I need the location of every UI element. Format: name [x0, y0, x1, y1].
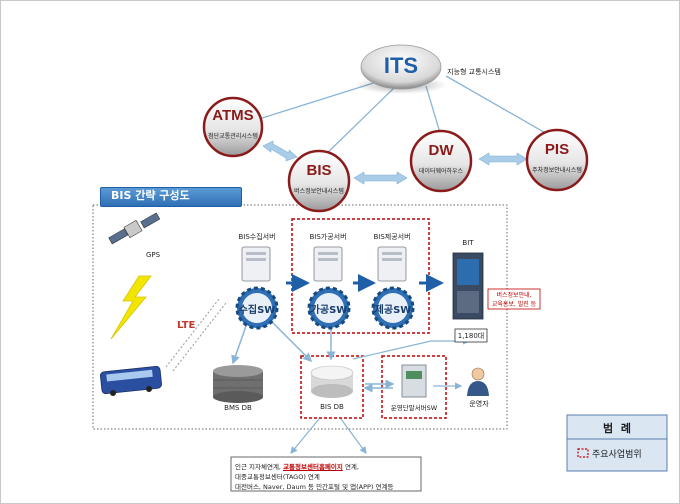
- gear-icon-process: [307, 286, 351, 330]
- bit-screen-line1: 버스정보안내,: [496, 292, 532, 299]
- legend-item: 주요사업범위: [592, 450, 642, 460]
- bit-label: BIT: [462, 239, 474, 247]
- gear-icon-provide: [371, 286, 415, 330]
- bis-subtitle: 버스정보안내시스템: [294, 188, 344, 195]
- server-icon-process: [313, 246, 343, 282]
- server-collect-label: BIS수집서버: [238, 233, 276, 241]
- linkage-line1-red: 교통정보센터홈페이지: [283, 463, 343, 471]
- section-title-banner: [100, 187, 242, 207]
- kiosk-icon: [452, 252, 484, 320]
- its-node: [355, 44, 447, 94]
- legend-title: 범 례: [603, 422, 631, 435]
- server-icon-provide: [377, 246, 407, 282]
- scope-box-ops: [381, 355, 447, 419]
- bit-screen-line2: 교육홍보, 빌린 등: [491, 301, 537, 308]
- server-provide-label: BIS제공서버: [373, 233, 411, 241]
- its-title: ITS: [383, 53, 419, 78]
- atms-node: [202, 96, 264, 158]
- database-icon-bms: [213, 365, 263, 403]
- linkage-line1-post: 연계,: [342, 463, 359, 471]
- bis-db-label: BIS DB: [320, 403, 344, 411]
- linkage-line2: 대중교통정보센터(TAGO) 연계: [235, 473, 320, 481]
- pis-node: [525, 128, 589, 192]
- dw-title: DW: [428, 142, 454, 159]
- atms-subtitle: 첨단교통관리시스템: [208, 133, 258, 140]
- lightning-icon: [110, 275, 152, 340]
- operator-label: 운영자: [469, 400, 489, 408]
- legend-box: [566, 414, 668, 472]
- atms-title: ATMS: [212, 107, 254, 124]
- sw-collect-label: 수집SW: [238, 305, 276, 316]
- satellite-icon: [108, 212, 161, 245]
- operator-icon: [467, 367, 489, 396]
- gps-label: GPS: [145, 251, 161, 259]
- linkage-box: [230, 456, 422, 492]
- bit-screen-box: [487, 288, 541, 310]
- legend-swatch: [577, 448, 589, 458]
- bis-node: [287, 149, 351, 213]
- bms-db-label: BMS DB: [224, 404, 252, 412]
- server-icon-collect: [241, 246, 271, 282]
- linkage-line3: 대전버스, Naver, Daum 등 민간포털 및 앱(APP) 연계등: [235, 483, 394, 491]
- linkage-line1-pre: 인근 지자체연계,: [235, 463, 284, 471]
- server-process-label: BIS가공서버: [309, 233, 347, 241]
- its-subtitle: 지능형 교통시스템: [447, 68, 501, 76]
- system-exchange-arrows: [262, 140, 528, 185]
- linkage-line1: 인근 지자체연계, 교통정보센터홈페이지 연계,: [235, 461, 359, 471]
- sw-process-label: 가공SW: [310, 305, 348, 316]
- database-icon-bis: [310, 365, 354, 398]
- pis-title: PIS: [544, 141, 570, 158]
- ops-server-icon: [401, 364, 427, 398]
- bus-icon: [100, 365, 162, 396]
- dw-subtitle: 데이터웨어하우스: [418, 168, 464, 175]
- pis-subtitle: 주차정보안내시스템: [532, 167, 582, 174]
- bit-count-box: [454, 328, 488, 343]
- ops-sw-label: 운영단말서버SW: [390, 404, 438, 412]
- dw-node: [409, 129, 473, 193]
- gear-icon-collect: [235, 286, 279, 330]
- bis-title: BIS: [306, 162, 332, 179]
- sw-provide-label: 제공SW: [374, 305, 412, 316]
- bit-count: 1,180대: [457, 332, 485, 340]
- bis-frame: [92, 204, 508, 430]
- lte-label: LTE: [177, 320, 196, 331]
- section-title: BIS 간략 구성도: [111, 189, 190, 202]
